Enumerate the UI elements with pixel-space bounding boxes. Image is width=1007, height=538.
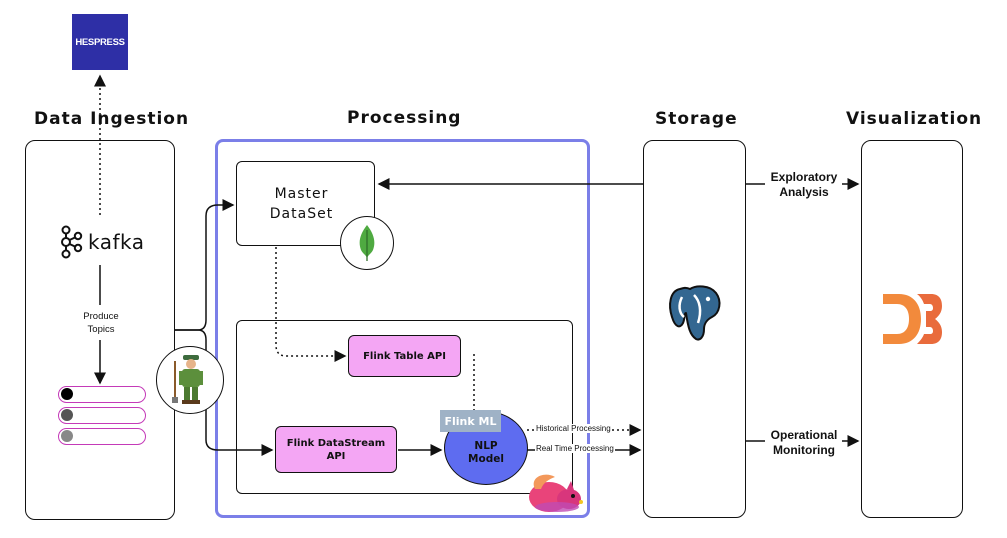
produce-topics-line1: Produce — [83, 311, 119, 322]
topic-dot-3 — [61, 430, 73, 442]
flink-cluster-box — [236, 320, 573, 494]
operational-line2: Monitoring — [773, 443, 835, 457]
topic-dot-2 — [61, 409, 73, 421]
flink-datastream-line2: API — [326, 450, 346, 462]
flink-table-api-label: Flink Table API — [363, 350, 446, 362]
topic-bar-3 — [58, 428, 146, 445]
heading-visualization: Visualization — [846, 109, 983, 129]
nlp-model-line1: NLP — [474, 440, 498, 452]
mongodb-circle — [340, 216, 394, 270]
nlp-model-line2: Model — [468, 453, 504, 465]
hespress-logo-text: HESPRESS — [75, 36, 125, 48]
topic-dot-1 — [61, 388, 73, 400]
produce-topics-label: Produce Topics — [70, 310, 132, 336]
hespress-logo: HESPRESS — [72, 14, 128, 70]
d3-logo-icon — [883, 294, 942, 344]
master-dataset-line2: DataSet — [269, 206, 334, 222]
consumer-figure-icon — [172, 355, 203, 404]
flink-table-api-box: Flink Table API — [348, 335, 461, 377]
heading-processing: Processing — [347, 108, 462, 128]
master-to-table-dotted — [275, 247, 347, 362]
operational-line1: Operational — [770, 428, 838, 442]
historical-processing-label: Historical Processing — [535, 424, 612, 433]
processing-panel — [215, 139, 590, 518]
kafka-logo: kafka — [58, 225, 145, 259]
master-dataset-line1: Master — [274, 186, 329, 202]
topic-bar-2 — [58, 407, 146, 424]
kafka-label: kafka — [88, 230, 145, 254]
heading-data-ingestion: Data Ingestion — [34, 109, 190, 129]
operational-monitoring-label: Operational Monitoring — [760, 428, 848, 458]
kafka-icon — [61, 225, 83, 259]
topic-bar-1 — [58, 386, 146, 403]
consumer-circle — [156, 346, 224, 414]
flink-datastream-api-box: Flink DataStream API — [275, 426, 397, 473]
flink-squirrel-icon — [529, 474, 583, 512]
exploratory-line2: Analysis — [779, 185, 829, 199]
realtime-processing-label: Real Time Processing — [535, 444, 615, 453]
flink-datastream-line1: Flink DataStream — [286, 437, 386, 449]
exploratory-analysis-label: Exploratory Analysis — [760, 170, 848, 200]
consumer-to-master-arrow — [175, 199, 235, 331]
heading-storage: Storage — [655, 109, 738, 129]
exploratory-line1: Exploratory — [770, 170, 838, 184]
mongodb-leaf-icon — [359, 225, 375, 261]
postgresql-elephant-icon — [669, 285, 721, 341]
produce-topics-line2: Topics — [87, 324, 115, 335]
flink-ml-tag: Flink ML — [440, 410, 501, 432]
